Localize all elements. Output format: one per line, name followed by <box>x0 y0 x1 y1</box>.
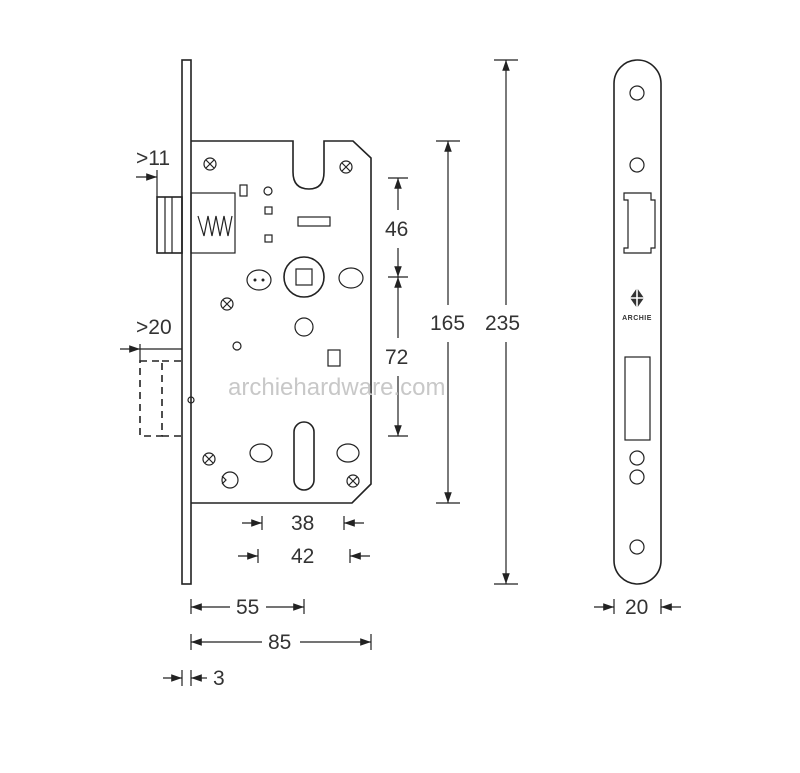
dim-72: 72 <box>385 346 408 369</box>
latch-bolt <box>156 196 183 254</box>
dim-42: 42 <box>291 545 314 568</box>
dimension-labels: >11 >20 46 72 165 235 38 42 55 85 3 20 <box>136 147 648 690</box>
dim-backset-latch-min: >11 <box>136 147 170 170</box>
screw-middle-left <box>220 297 234 311</box>
cylinder-cutout <box>293 421 315 491</box>
snib-keyhole <box>221 471 239 489</box>
cylinder-fix-hole-right <box>336 443 360 463</box>
dim-235: 235 <box>485 312 520 335</box>
strike-brand-label: ARCHIE <box>622 315 652 322</box>
dim-46: 46 <box>385 218 408 241</box>
left-hub-hole <box>246 269 272 291</box>
strike-plate: ARCHIE <box>613 59 662 585</box>
dim-38: 38 <box>291 512 314 535</box>
lock-case-outline <box>191 140 372 504</box>
latch-slot <box>297 216 331 227</box>
dim-165: 165 <box>430 312 465 335</box>
latch-spring <box>197 215 233 237</box>
screw-bottom-left <box>202 452 216 466</box>
screw-top-right <box>339 160 353 174</box>
dim-backset-bolt-min: >20 <box>136 316 172 339</box>
dim-55: 55 <box>236 596 259 619</box>
dim-85: 85 <box>268 631 291 654</box>
screw-bottom-right <box>346 474 360 488</box>
handle-follower-hub <box>283 256 325 298</box>
latch-carrier <box>190 192 236 254</box>
strike-plate-outline <box>613 59 662 585</box>
archie-logo-icon <box>630 288 644 308</box>
cylinder-fix-hole-left <box>249 443 273 463</box>
dim-20: 20 <box>625 596 648 619</box>
dim-3: 3 <box>213 667 225 690</box>
strike-screw-hole-bottom <box>629 539 645 555</box>
dimension-lines <box>120 59 681 686</box>
bolt-opening <box>624 356 651 441</box>
right-hub-hole <box>338 267 364 289</box>
dead-bolt-outline <box>139 360 163 437</box>
screw-top-left <box>203 157 217 171</box>
watermark: archiehardware.com <box>228 374 445 401</box>
mortise-lock-body <box>139 59 372 585</box>
strike-screw-hole-top <box>629 85 645 101</box>
latch-opening <box>623 192 656 254</box>
faceplate <box>181 59 192 585</box>
